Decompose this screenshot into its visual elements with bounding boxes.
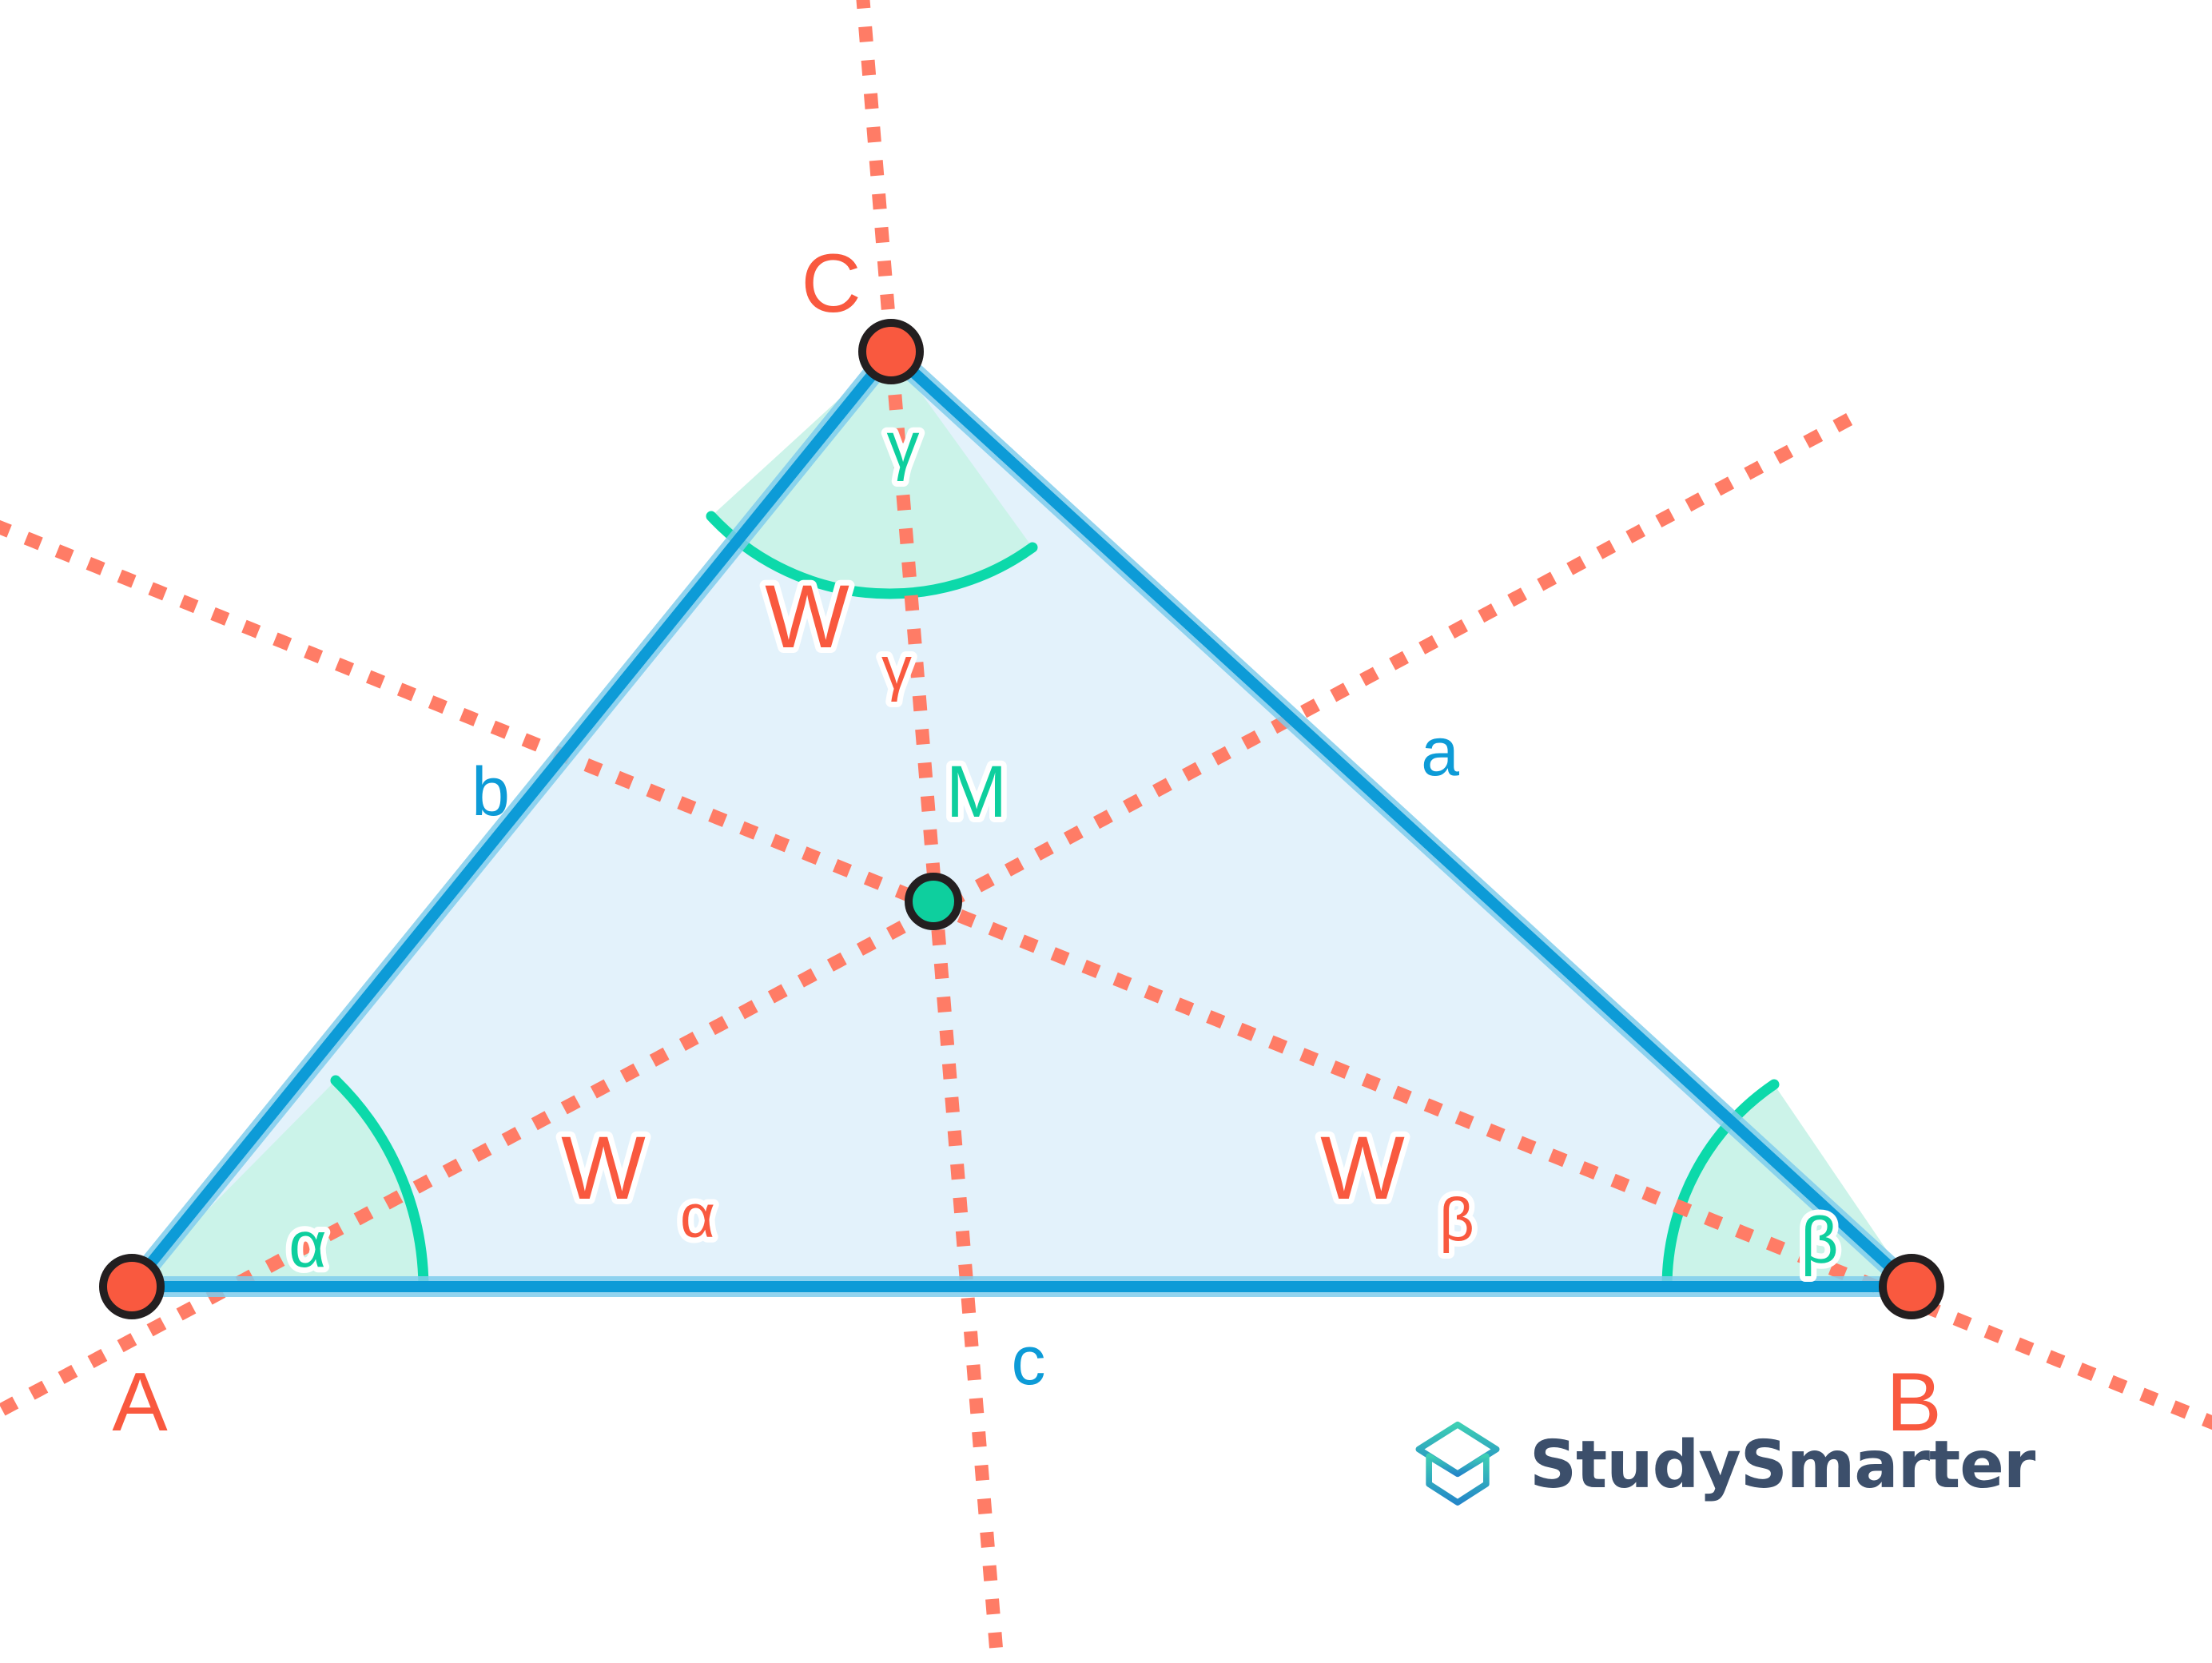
incenter-label-group: M (941, 746, 1013, 838)
vertex-point-c[interactable] (858, 319, 924, 384)
side-label-c: c (1012, 1323, 1046, 1399)
triangle-fill (132, 352, 1912, 1287)
bisector-gamma (856, 0, 1005, 1663)
bisector-alpha (0, 403, 1872, 1416)
bisector-label-group: W α W β W γ (555, 561, 1480, 1259)
angle-label-beta: β (1800, 1204, 1838, 1277)
bisector-label-gamma: W γ (759, 561, 917, 708)
bisector-label-beta-main: W (1320, 1118, 1405, 1218)
bisector-label-alpha-sub: α (680, 1183, 715, 1251)
triangle-edge-stroke (126, 346, 1917, 1292)
triangle-edges (121, 341, 1922, 1297)
angle-arc-gamma (706, 511, 1038, 599)
angle-label-alpha: α (288, 1208, 326, 1281)
angle-arcs (330, 511, 1780, 1292)
angle-sector-gamma (711, 352, 1032, 594)
angle-sector-alpha (132, 1080, 424, 1287)
angle-arc-beta (1661, 1079, 1780, 1292)
angle-arc-alpha (330, 1075, 429, 1292)
studysmarter-logo: StudySmarter (1406, 1414, 2035, 1517)
vertex-label-c: C (801, 237, 861, 330)
bisector-label-beta-sub: β (1439, 1186, 1474, 1254)
vertex-point-b[interactable] (1879, 1254, 1944, 1319)
bisector-beta (0, 519, 2212, 1430)
incenter-point-m[interactable] (905, 873, 962, 930)
bisector-label-gamma-sub: γ (881, 635, 912, 702)
studysmarter-wordmark: StudySmarter (1530, 1427, 2035, 1503)
vertex-label-a: A (112, 1356, 168, 1449)
bisector-label-gamma-main: W (765, 567, 849, 666)
vertex-label-b: B (1886, 1356, 1941, 1449)
angle-label-group: α β γ (283, 404, 1844, 1287)
bisector-label-beta: W β (1315, 1112, 1480, 1259)
vertex-markers (99, 319, 1944, 1319)
side-label-a: a (1421, 714, 1459, 790)
triangle-shape (132, 352, 1912, 1287)
incenter-label-m: M (946, 751, 1008, 833)
bisector-label-alpha: W α (555, 1112, 721, 1256)
vertex-point-a[interactable] (99, 1254, 165, 1319)
bisector-label-alpha-main: W (561, 1118, 646, 1218)
angle-label-gamma: γ (887, 409, 920, 482)
side-label-group: a b c (471, 714, 1459, 1399)
side-label-b: b (471, 754, 510, 830)
vertex-label-group: A B C (112, 237, 1941, 1449)
studysmarter-cube-icon (1415, 1421, 1500, 1506)
